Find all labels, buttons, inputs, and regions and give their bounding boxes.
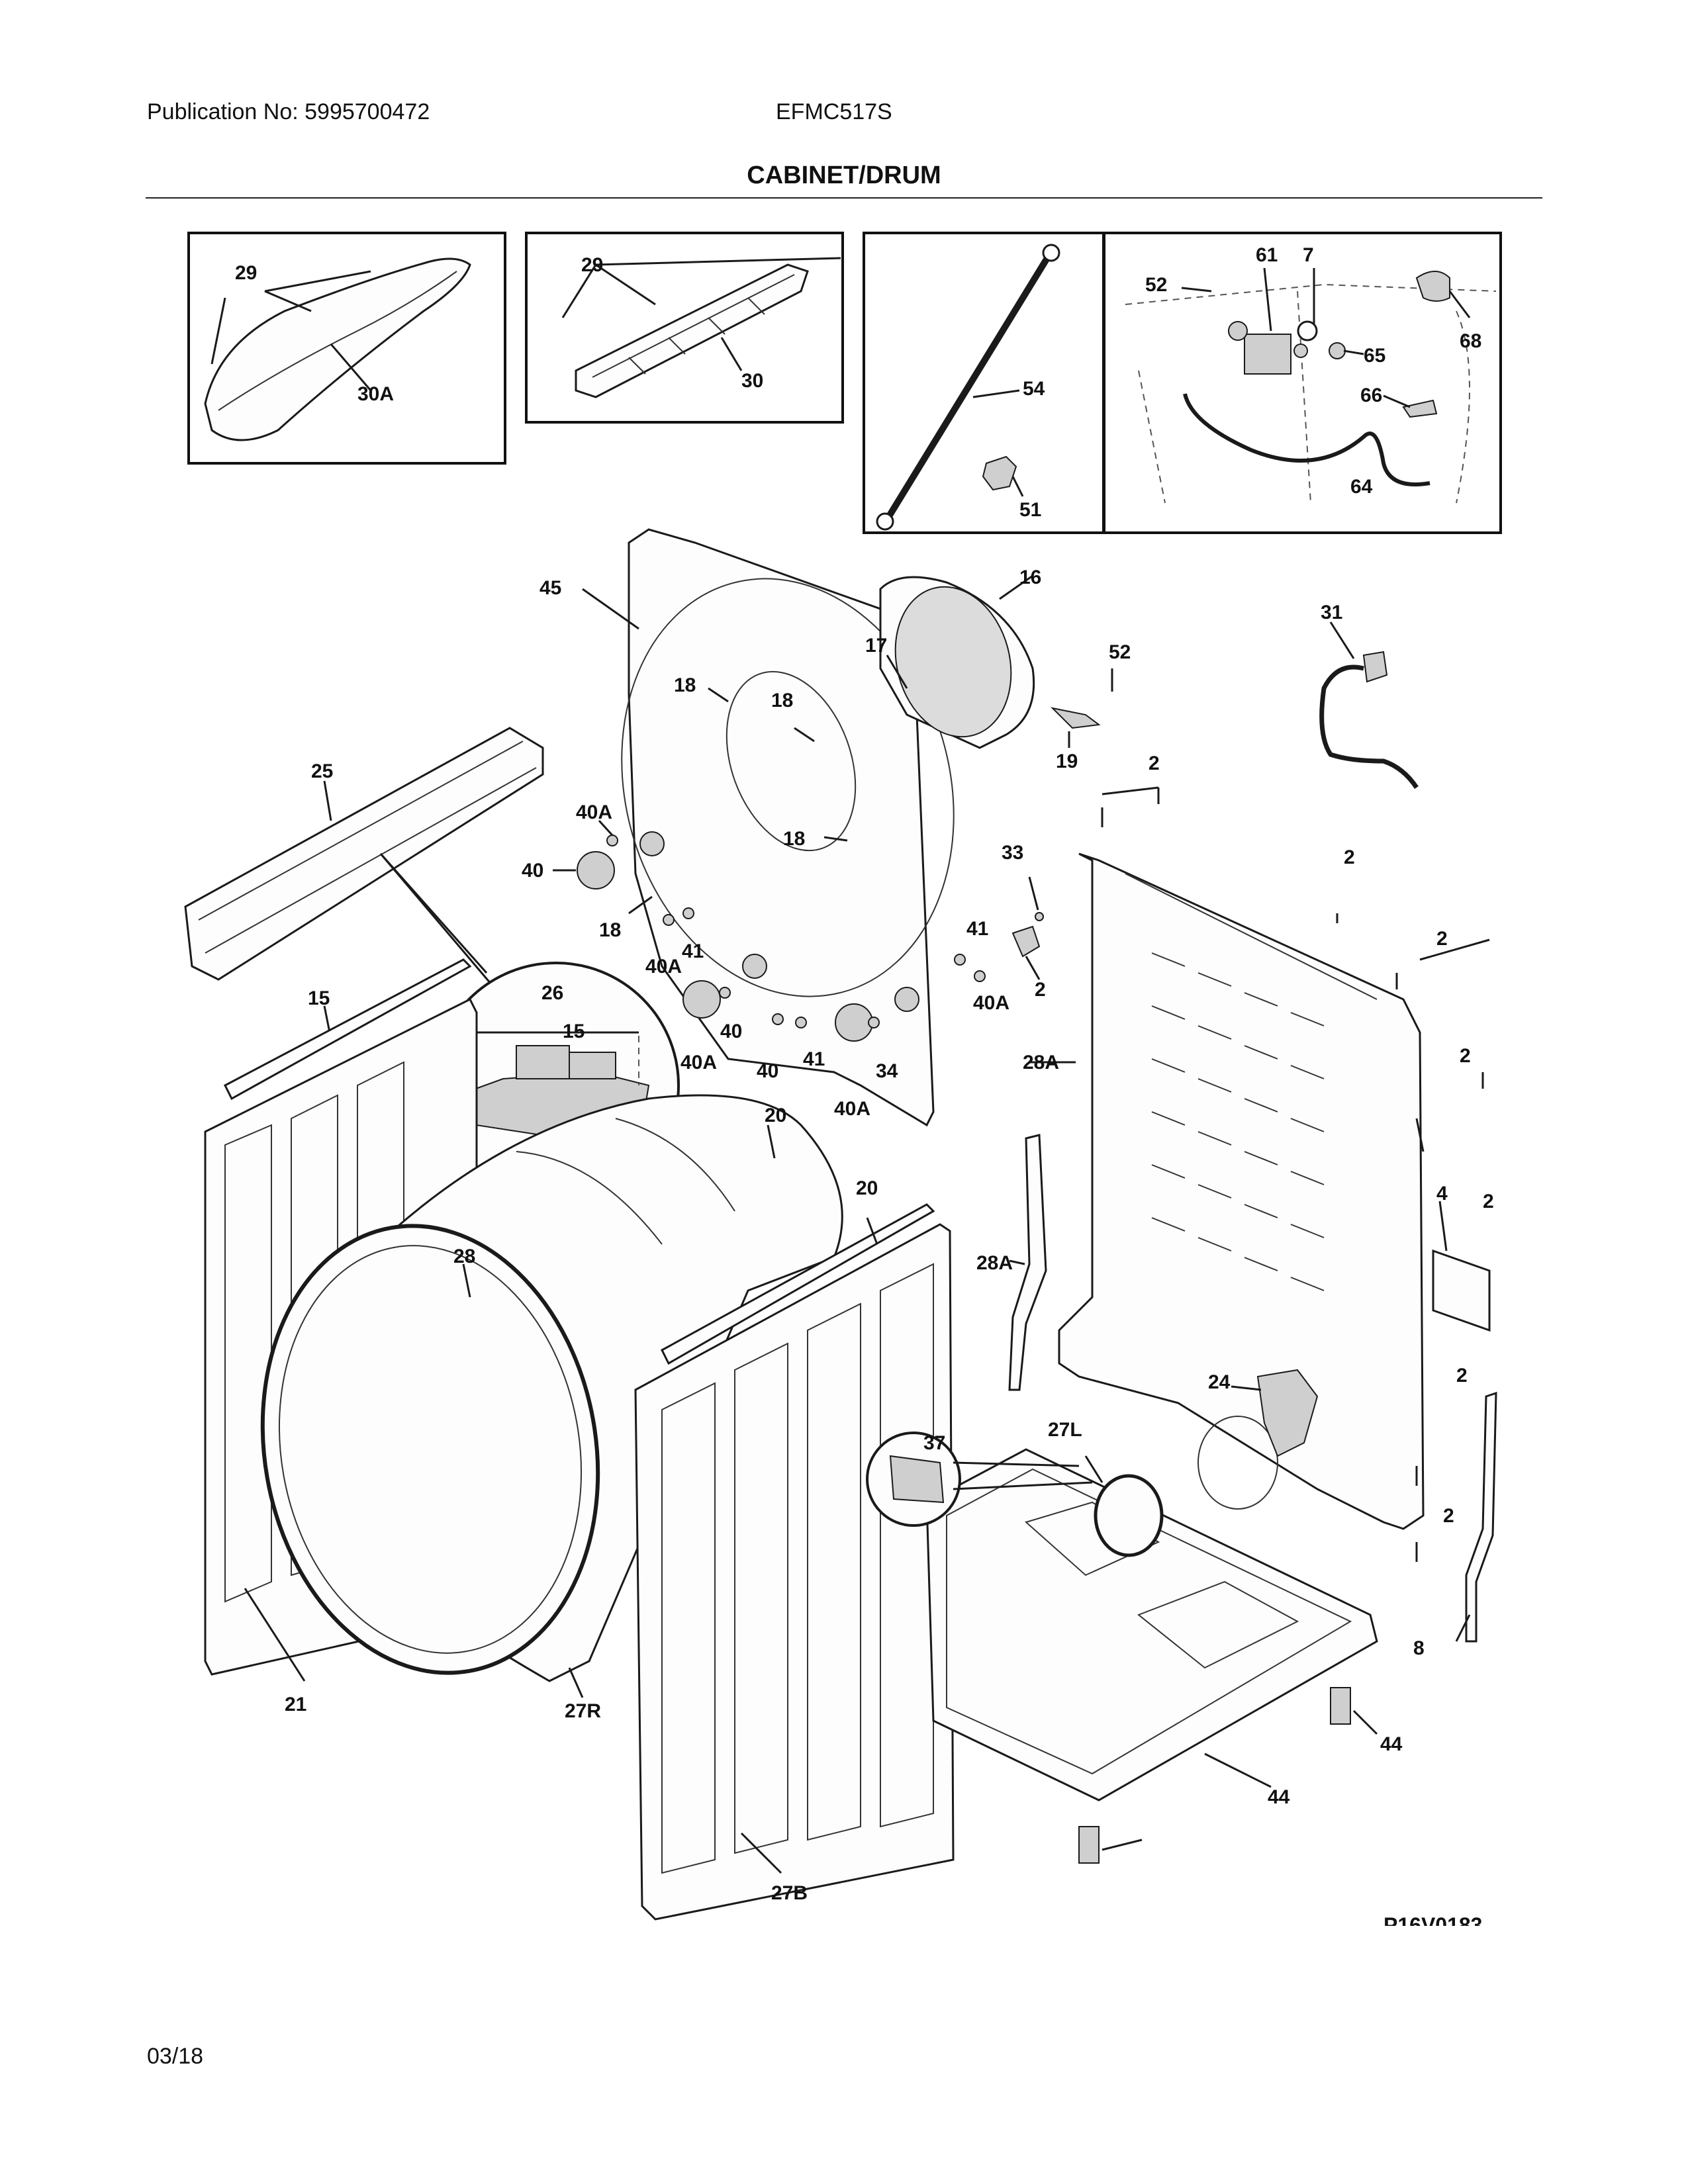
section-title: CABINET/DRUM [747, 161, 941, 189]
exhaust-duct [879, 574, 1035, 749]
cabinet-base [925, 1448, 1378, 1801]
callout: 54 [1023, 378, 1045, 400]
callout: 24 [1208, 1371, 1231, 1393]
callout: 20 [765, 1105, 786, 1126]
inset-frame-1 [187, 232, 506, 465]
callout: 17 [865, 635, 887, 657]
callout: 37 [923, 1432, 945, 1454]
inset-frame-2 [525, 232, 844, 424]
callout: 18 [783, 828, 805, 850]
callout: 30A [357, 383, 394, 405]
callout: 20 [856, 1177, 878, 1199]
back-panel-louvers [1151, 952, 1325, 1291]
back-braces [1008, 1134, 1497, 1643]
sensor-part [1050, 668, 1113, 748]
publication-number: Publication No: 5995700472 [147, 99, 430, 124]
callout: 7 [1303, 244, 1314, 266]
callout: 40 [720, 1021, 742, 1042]
callout: 65 [1364, 345, 1385, 367]
callout: 51 [1019, 499, 1041, 521]
callout: 41 [682, 940, 704, 962]
thermostat [1011, 876, 1044, 980]
callout: 29 [235, 262, 257, 284]
leveling-legs [1078, 1687, 1378, 1864]
callout: 40A [576, 801, 612, 823]
callout: 41 [803, 1048, 825, 1070]
callout: 16 [1019, 567, 1041, 588]
callout: 45 [539, 577, 561, 599]
callout: 64 [1350, 476, 1373, 498]
callout: 18 [599, 919, 621, 941]
callout: 30 [741, 370, 763, 392]
callout: 34 [876, 1060, 898, 1082]
callout: 52 [1145, 274, 1167, 296]
drum [260, 1094, 843, 1698]
back-panel [1029, 852, 1425, 1530]
bracket-part [1432, 1201, 1491, 1332]
callout: 25 [311, 760, 333, 782]
callout: 40A [834, 1098, 870, 1120]
callout: 2 [1483, 1191, 1494, 1212]
callout: 40A [973, 992, 1009, 1014]
callout: 18 [771, 690, 793, 711]
callout: 27B [771, 1882, 808, 1904]
callout: 40 [522, 860, 543, 882]
callout: 27R [565, 1700, 601, 1722]
callout: 2 [1456, 1365, 1468, 1387]
drawing-reference: P16V0183 [1383, 1913, 1483, 1926]
callout: 27L [1048, 1419, 1082, 1441]
inset-frame-4 [1102, 232, 1502, 534]
callout: 8 [1413, 1637, 1425, 1659]
callout: 33 [1002, 842, 1023, 864]
screws [1101, 786, 1490, 1562]
callout: 68 [1460, 330, 1481, 352]
header-divider [146, 197, 1542, 199]
callout: 52 [1109, 641, 1131, 663]
callout-labels: 29 30A 29 30 54 51 52 61 7 68 65 66 64 4… [235, 244, 1494, 1904]
callout: 18 [674, 674, 696, 696]
callout: 40A [645, 956, 682, 978]
callout: 66 [1360, 385, 1382, 406]
callout: 2 [1035, 979, 1046, 1001]
callout: 15 [563, 1021, 585, 1042]
callout: 31 [1321, 602, 1342, 623]
callout: 28A [1023, 1052, 1059, 1073]
callout: 44 [1380, 1733, 1403, 1755]
callout: 15 [308, 987, 330, 1009]
callout: 21 [285, 1694, 306, 1715]
right-side-panel [634, 1203, 955, 1921]
callout: 2 [1149, 752, 1160, 774]
top-brace [184, 727, 544, 981]
callout: 29 [581, 254, 603, 276]
duct-seal [866, 1432, 1164, 1557]
callout: 40 [757, 1060, 778, 1082]
callout: 28A [976, 1252, 1013, 1274]
callout: 2 [1460, 1045, 1471, 1067]
callout: 2 [1443, 1505, 1454, 1527]
rear-bulkhead [582, 528, 955, 1127]
callout: 26 [541, 982, 563, 1004]
callout: 2 [1436, 928, 1448, 950]
callout: 28 [453, 1246, 475, 1267]
callout: 19 [1056, 751, 1078, 772]
revision-date: 03/18 [147, 2044, 204, 2069]
callout: 2 [1344, 846, 1355, 868]
callout: 61 [1256, 244, 1278, 266]
power-cord [1319, 621, 1419, 789]
callout: 41 [966, 918, 988, 940]
model-number: EFMC517S [776, 99, 892, 124]
callout: 44 [1268, 1786, 1290, 1808]
inset-frame-3 [863, 232, 1105, 534]
drum-rollers [553, 819, 986, 1042]
callout: 4 [1436, 1183, 1448, 1205]
callout: 40A [680, 1052, 717, 1073]
